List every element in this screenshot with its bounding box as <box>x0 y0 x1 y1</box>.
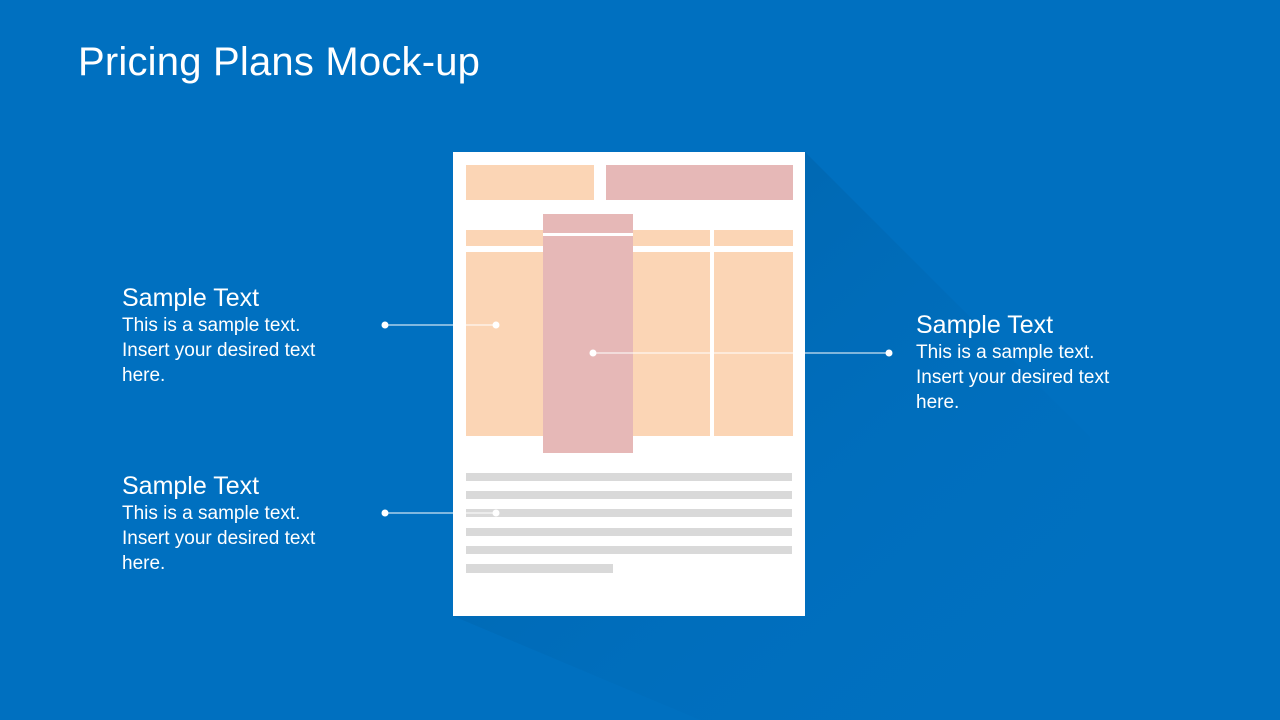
callout-body: This is a sample text. Insert your desir… <box>122 501 382 576</box>
callout-body-line: This is a sample text. <box>122 315 301 336</box>
callout-heading: Sample Text <box>122 284 260 312</box>
plan-column-4-body <box>714 252 793 436</box>
highlighted-column-divider <box>543 233 633 236</box>
text-line <box>466 528 792 536</box>
callout-body: This is a sample text. Insert your desir… <box>122 313 382 388</box>
header-block-left <box>466 165 594 200</box>
callout-body-line: here. <box>916 392 960 413</box>
plan-column-2-highlighted <box>543 214 633 453</box>
connector-dot <box>589 349 597 357</box>
callout-body-line: This is a sample text. <box>122 503 301 524</box>
callout-body-line: This is a sample text. <box>916 342 1095 363</box>
callout-heading: Sample Text <box>916 311 1054 339</box>
header-block-right <box>606 165 793 200</box>
plan-column-1-header <box>466 230 543 246</box>
pricing-page-mockup <box>453 152 805 616</box>
callout-body-line: here. <box>122 553 166 574</box>
plan-column-3-body <box>633 252 710 436</box>
callout-right: Sample Text This is a sample text. Inser… <box>916 311 1176 415</box>
slide-title: Pricing Plans Mock-up <box>78 40 481 84</box>
callout-bottom-left: Sample Text This is a sample text. Inser… <box>122 472 382 576</box>
callout-body: This is a sample text. Insert your desir… <box>916 340 1176 415</box>
callout-body-line: here. <box>122 365 166 386</box>
connector-dot <box>381 509 389 517</box>
plan-column-3-header <box>633 230 710 246</box>
callout-top-left: Sample Text This is a sample text. Inser… <box>122 284 382 388</box>
callout-body-line: Insert your desired text <box>122 528 316 549</box>
connector-dot <box>885 349 893 357</box>
plan-column-1-body <box>466 252 543 436</box>
callout-body-line: Insert your desired text <box>916 367 1110 388</box>
text-line-short <box>466 564 613 573</box>
connector-dot <box>492 321 500 329</box>
text-line <box>466 546 792 554</box>
text-line <box>466 473 792 481</box>
text-line <box>466 491 792 499</box>
connector-dot <box>492 509 500 517</box>
connector-dot <box>381 321 389 329</box>
callout-heading: Sample Text <box>122 472 260 500</box>
callout-body-line: Insert your desired text <box>122 340 316 361</box>
text-line <box>466 509 792 517</box>
plan-column-4-header <box>714 230 793 246</box>
